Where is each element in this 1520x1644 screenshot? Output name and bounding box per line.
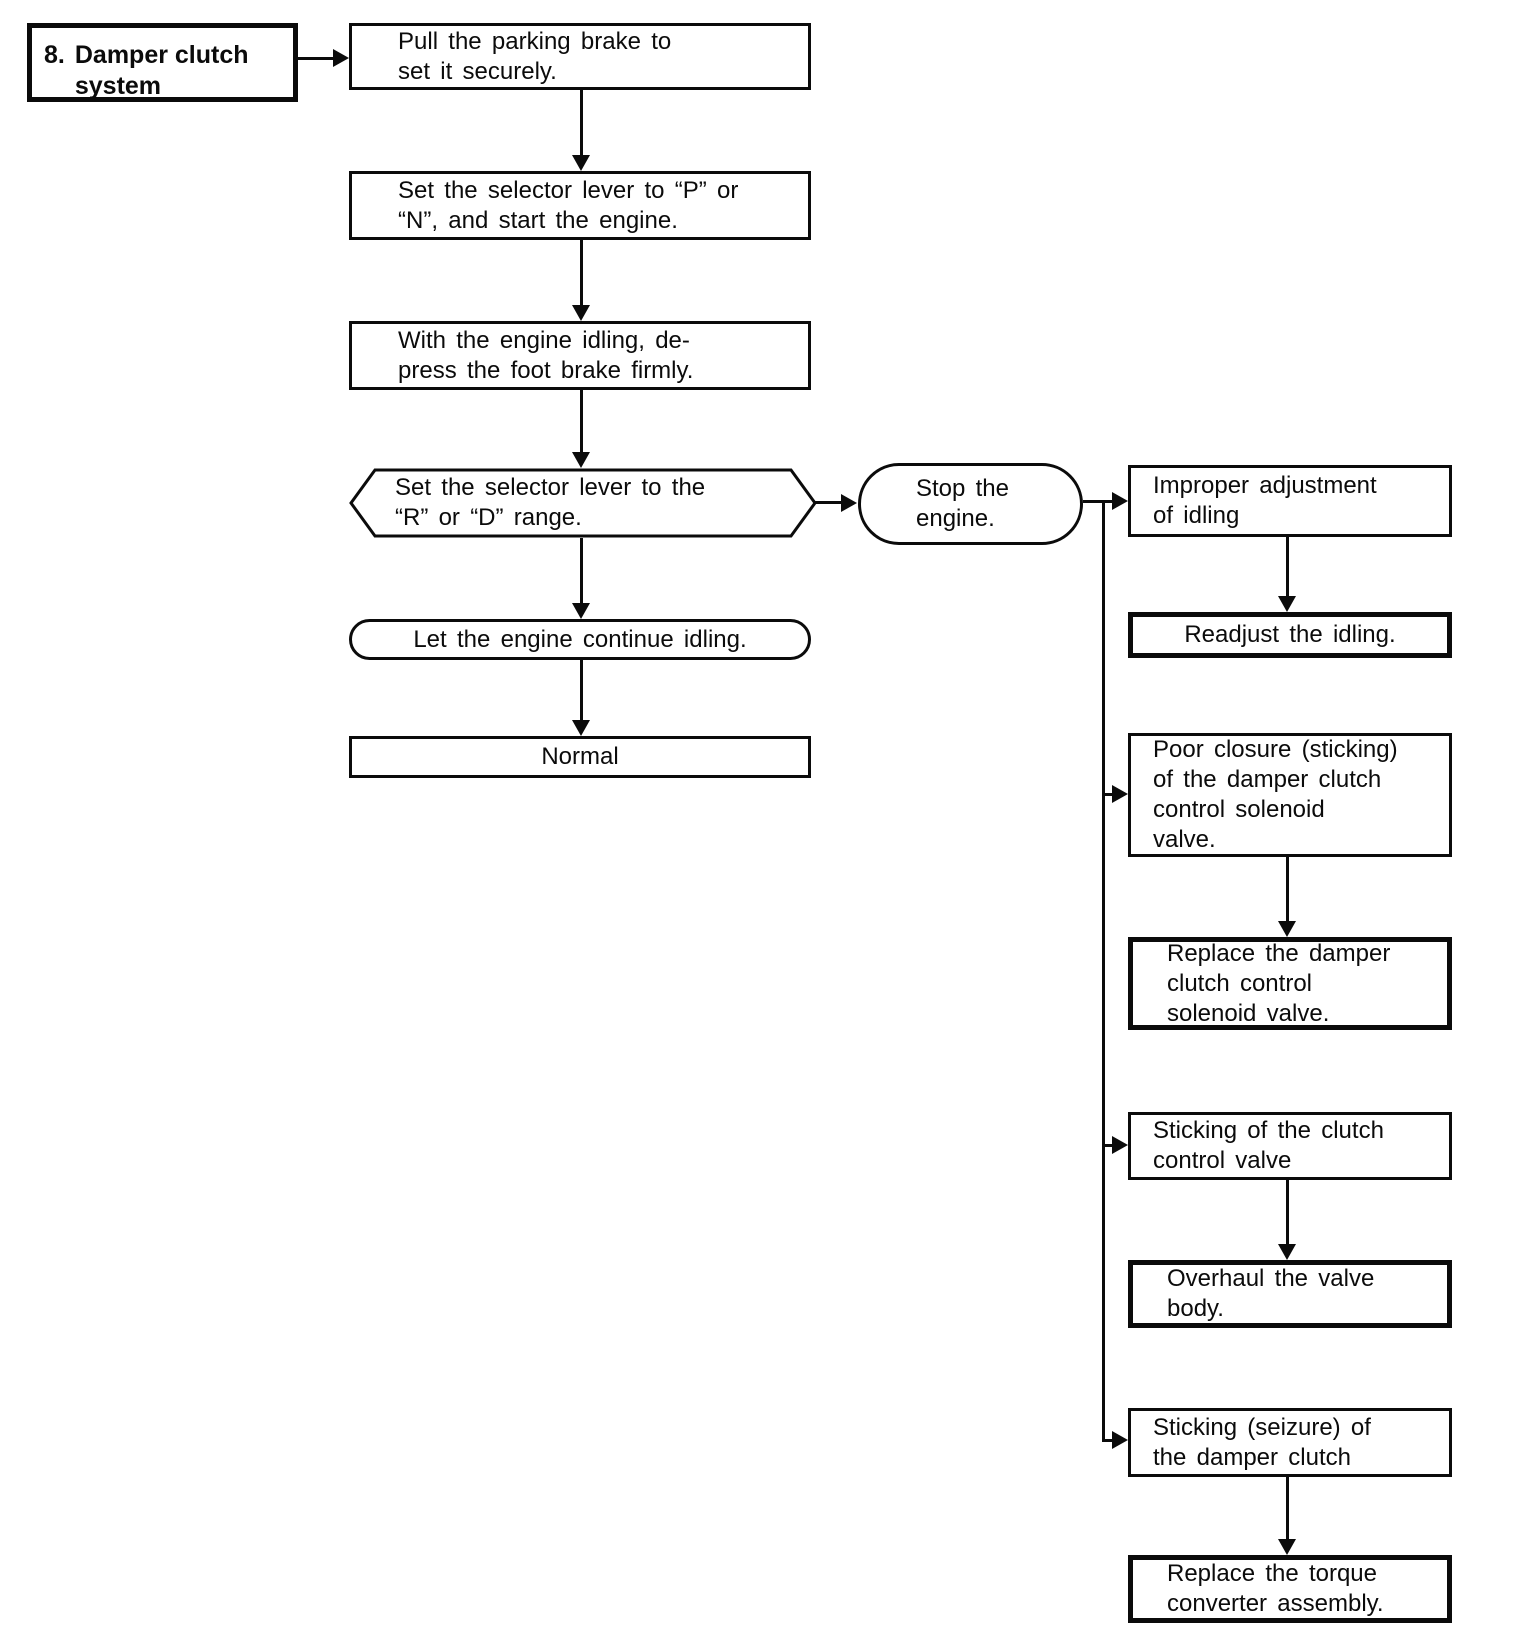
connector-step2-step3 <box>580 240 583 306</box>
connector-step3-decision <box>580 390 583 453</box>
step-depress-foot-brake: With the engine idling, de- press the fo… <box>349 321 811 390</box>
cause-damper-clutch-seizure-text: Sticking (seizure) of the damper clutch <box>1153 1413 1371 1471</box>
remedy-replace-solenoid-valve: Replace the damper clutch control soleno… <box>1128 937 1452 1030</box>
arrowhead-step1-step2 <box>572 155 590 171</box>
connector-title-to-step1 <box>298 57 335 60</box>
cause-solenoid-valve-sticking: Poor closure (sticking) of the damper cl… <box>1128 733 1452 857</box>
terminal-stop-engine-text: Stop the engine. <box>916 475 1010 532</box>
connector-cause3-remedy3 <box>1286 1180 1289 1245</box>
decision-selector-r-d-text: Set the selector lever to the “R” or “D”… <box>395 474 706 531</box>
arrowhead-decision-idle <box>572 603 590 619</box>
title-label: Damper clutch system <box>74 41 249 100</box>
cause-solenoid-valve-sticking-text: Poor closure (sticking) of the damper cl… <box>1153 736 1398 853</box>
arrowhead-step3-decision <box>572 452 590 468</box>
cause-improper-idling-adjustment: Improper adjustment of idling <box>1128 465 1452 537</box>
connector-decision-stop <box>815 501 843 504</box>
remedy-overhaul-valve-body-text: Overhaul the valve body. <box>1167 1265 1375 1322</box>
result-normal: Normal <box>349 736 811 778</box>
remedy-overhaul-valve-body: Overhaul the valve body. <box>1128 1260 1452 1328</box>
step-depress-foot-brake-text: With the engine idling, de- press the fo… <box>398 326 694 384</box>
hexagon-shape <box>349 468 817 538</box>
arrowhead-trunk-cause1 <box>1112 492 1128 510</box>
connector-trunk-cause2 <box>1102 793 1114 796</box>
arrowhead-cause1-remedy1 <box>1278 596 1296 612</box>
cause-clutch-control-valve-sticking: Sticking of the clutch control valve <box>1128 1112 1452 1180</box>
remedy-replace-torque-converter-text: Replace the torque converter assembly. <box>1167 1560 1384 1617</box>
step-selector-p-n: Set the selector lever to “P” or “N”, an… <box>349 171 811 240</box>
step-pull-parking-brake-text: Pull the parking brake to set it securel… <box>398 27 672 85</box>
arrowhead-trunk-cause4 <box>1112 1431 1128 1449</box>
remedy-replace-torque-converter: Replace the torque converter assembly. <box>1128 1555 1452 1623</box>
step-pull-parking-brake: Pull the parking brake to set it securel… <box>349 23 811 90</box>
connector-trunk <box>1102 500 1105 1442</box>
cause-damper-clutch-seizure: Sticking (seizure) of the damper clutch <box>1128 1408 1452 1477</box>
terminal-continue-idling: Let the engine continue idling. <box>349 619 811 660</box>
cause-clutch-control-valve-sticking-text: Sticking of the clutch control valve <box>1153 1117 1384 1174</box>
connector-trunk-cause3 <box>1102 1144 1114 1147</box>
remedy-readjust-idling: Readjust the idling. <box>1128 612 1452 658</box>
remedy-readjust-idling-text: Readjust the idling. <box>1184 621 1396 648</box>
cause-improper-idling-adjustment-text: Improper adjustment of idling <box>1153 472 1377 529</box>
arrowhead-step2-step3 <box>572 305 590 321</box>
connector-idle-normal <box>580 660 583 721</box>
connector-cause2-remedy2 <box>1286 857 1289 922</box>
remedy-replace-solenoid-valve-text: Replace the damper clutch control soleno… <box>1167 939 1391 1027</box>
terminal-stop-engine: Stop the engine. <box>858 463 1083 545</box>
connector-cause1-remedy1 <box>1286 537 1289 597</box>
arrowhead-cause4-remedy4 <box>1278 1539 1296 1555</box>
arrowhead-decision-stop <box>841 494 857 512</box>
connector-trunk-cause4 <box>1102 1439 1114 1442</box>
arrowhead-cause3-remedy3 <box>1278 1244 1296 1260</box>
decision-selector-r-d: Set the selector lever to the “R” or “D”… <box>349 468 817 538</box>
title-number: 8. <box>44 41 65 69</box>
arrowhead-trunk-cause3 <box>1112 1136 1128 1154</box>
result-normal-text: Normal <box>541 743 619 770</box>
arrowhead-idle-normal <box>572 720 590 736</box>
connector-decision-idle <box>580 538 583 604</box>
arrowhead-title-to-step1 <box>333 49 349 67</box>
step-selector-p-n-text: Set the selector lever to “P” or “N”, an… <box>398 176 739 234</box>
arrowhead-trunk-cause2 <box>1112 785 1128 803</box>
connector-step1-step2 <box>580 90 583 156</box>
terminal-continue-idling-text: Let the engine continue idling. <box>413 625 747 653</box>
title-box: 8. Damper clutch system <box>27 23 298 102</box>
connector-stop-trunk <box>1083 500 1114 503</box>
arrowhead-cause2-remedy2 <box>1278 921 1296 937</box>
connector-cause4-remedy4 <box>1286 1477 1289 1540</box>
